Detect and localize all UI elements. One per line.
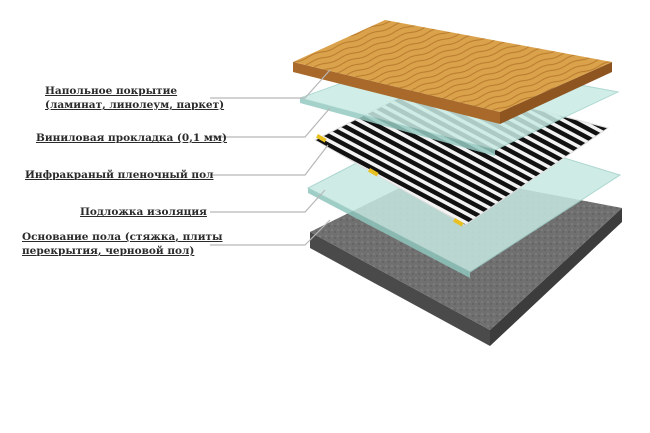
leader-floor-covering — [210, 69, 331, 99]
wood-floor-layer — [293, 20, 612, 124]
leader-vinyl — [210, 107, 331, 138]
label-infrared: Инфракраный пленочный пол — [25, 169, 214, 181]
label-floor-covering-line2: (ламинат, линолеум, паркет) — [45, 99, 225, 111]
leader-insulation — [210, 189, 326, 213]
label-floor-covering-line1: Напольное покрытие — [45, 85, 178, 97]
leader-lines — [210, 69, 331, 246]
label-insulation: Подложка изоляция — [80, 206, 207, 218]
label-base: Основание пола (стяжка, плиты перекрытия… — [22, 230, 223, 258]
label-base-line2: перекрытия, черновой пол) — [22, 245, 195, 257]
label-base-line1: Основание пола (стяжка, плиты — [22, 231, 223, 243]
label-vinyl: Виниловая прокладка (0,1 мм) — [36, 132, 228, 144]
leader-base — [210, 219, 331, 246]
label-floor-covering: Напольное покрытие (ламинат, линолеум, п… — [45, 84, 224, 112]
leader-infrared — [210, 144, 329, 176]
